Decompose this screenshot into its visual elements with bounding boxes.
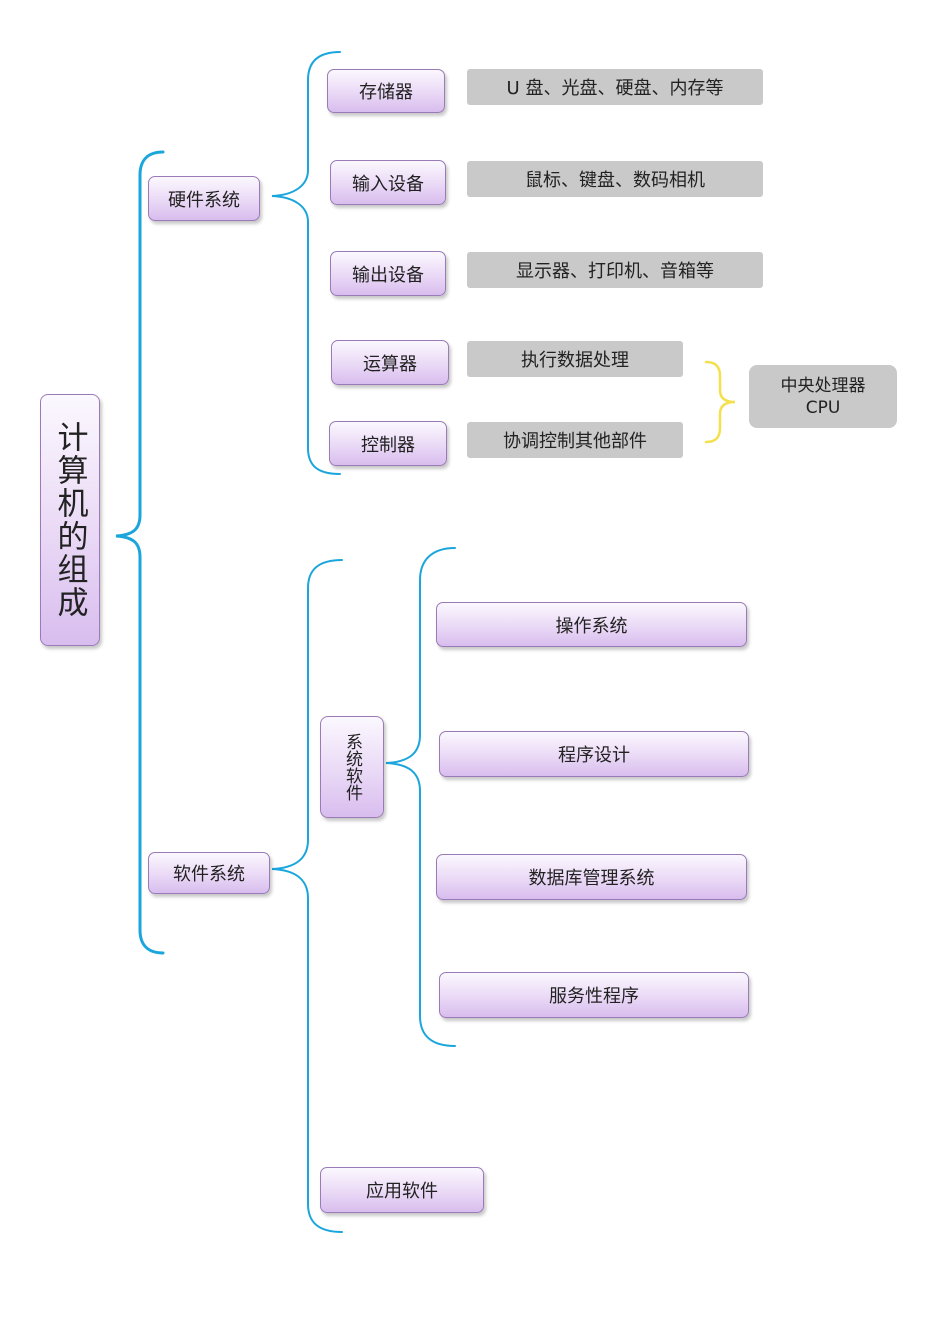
cpu-brace	[704, 360, 736, 444]
software-brace	[271, 559, 343, 1233]
cpu-abbrev: CPU	[805, 397, 841, 418]
application-software-node[interactable]: 应用软件	[320, 1167, 484, 1213]
system-software-item-label: 数据库管理系统	[528, 868, 655, 889]
note-text: U 盘、光盘、硬盘、内存等	[506, 78, 724, 99]
hardware-item-label: 运算器	[363, 353, 417, 375]
note-output: 显示器、打印机、音箱等	[467, 252, 763, 288]
note-text: 执行数据处理	[521, 350, 629, 371]
system-software-item-label: 服务性程序	[549, 986, 639, 1007]
system-software-node[interactable]: 系统软件	[320, 716, 384, 818]
note-alu: 执行数据处理	[467, 341, 683, 377]
cpu-node: 中央处理器 CPU	[749, 365, 897, 428]
system-software-brace	[385, 547, 456, 1047]
hardware-item-label: 输入设备	[352, 173, 424, 195]
note-controller: 协调控制其他部件	[467, 422, 683, 458]
note-text: 显示器、打印机、音箱等	[516, 261, 714, 282]
hardware-item-input[interactable]: 输入设备	[330, 160, 446, 205]
note-input: 鼠标、键盘、数码相机	[467, 161, 763, 197]
system-software-item-label: 程序设计	[558, 745, 630, 766]
hardware-label: 硬件系统	[168, 189, 240, 211]
software-node[interactable]: 软件系统	[148, 852, 270, 894]
system-software-item-label: 操作系统	[555, 615, 628, 637]
hardware-item-output[interactable]: 输出设备	[330, 251, 446, 296]
note-text: 鼠标、键盘、数码相机	[525, 170, 705, 191]
hardware-item-label: 存储器	[359, 82, 413, 103]
root-label: 计算机的组成	[51, 421, 88, 619]
hardware-node[interactable]: 硬件系统	[148, 176, 260, 221]
system-software-label: 系统软件	[342, 733, 362, 801]
system-software-item-programming[interactable]: 程序设计	[439, 731, 749, 777]
application-software-label: 应用软件	[366, 1181, 438, 1202]
note-storage: U 盘、光盘、硬盘、内存等	[467, 69, 763, 105]
note-text: 协调控制其他部件	[503, 431, 647, 452]
system-software-item-utilities[interactable]: 服务性程序	[439, 972, 749, 1018]
hardware-item-storage[interactable]: 存储器	[327, 69, 445, 113]
hardware-brace	[271, 51, 341, 475]
cpu-label: 中央处理器	[780, 375, 866, 396]
system-software-item-dbms[interactable]: 数据库管理系统	[436, 854, 747, 900]
root-brace	[115, 150, 165, 955]
root-node[interactable]: 计算机的组成	[40, 394, 100, 646]
hardware-item-controller[interactable]: 控制器	[329, 421, 447, 466]
system-software-item-os[interactable]: 操作系统	[436, 602, 747, 647]
hardware-item-label: 控制器	[361, 434, 415, 456]
hardware-item-alu[interactable]: 运算器	[331, 340, 449, 385]
hardware-item-label: 输出设备	[352, 264, 424, 286]
software-label: 软件系统	[173, 864, 245, 885]
